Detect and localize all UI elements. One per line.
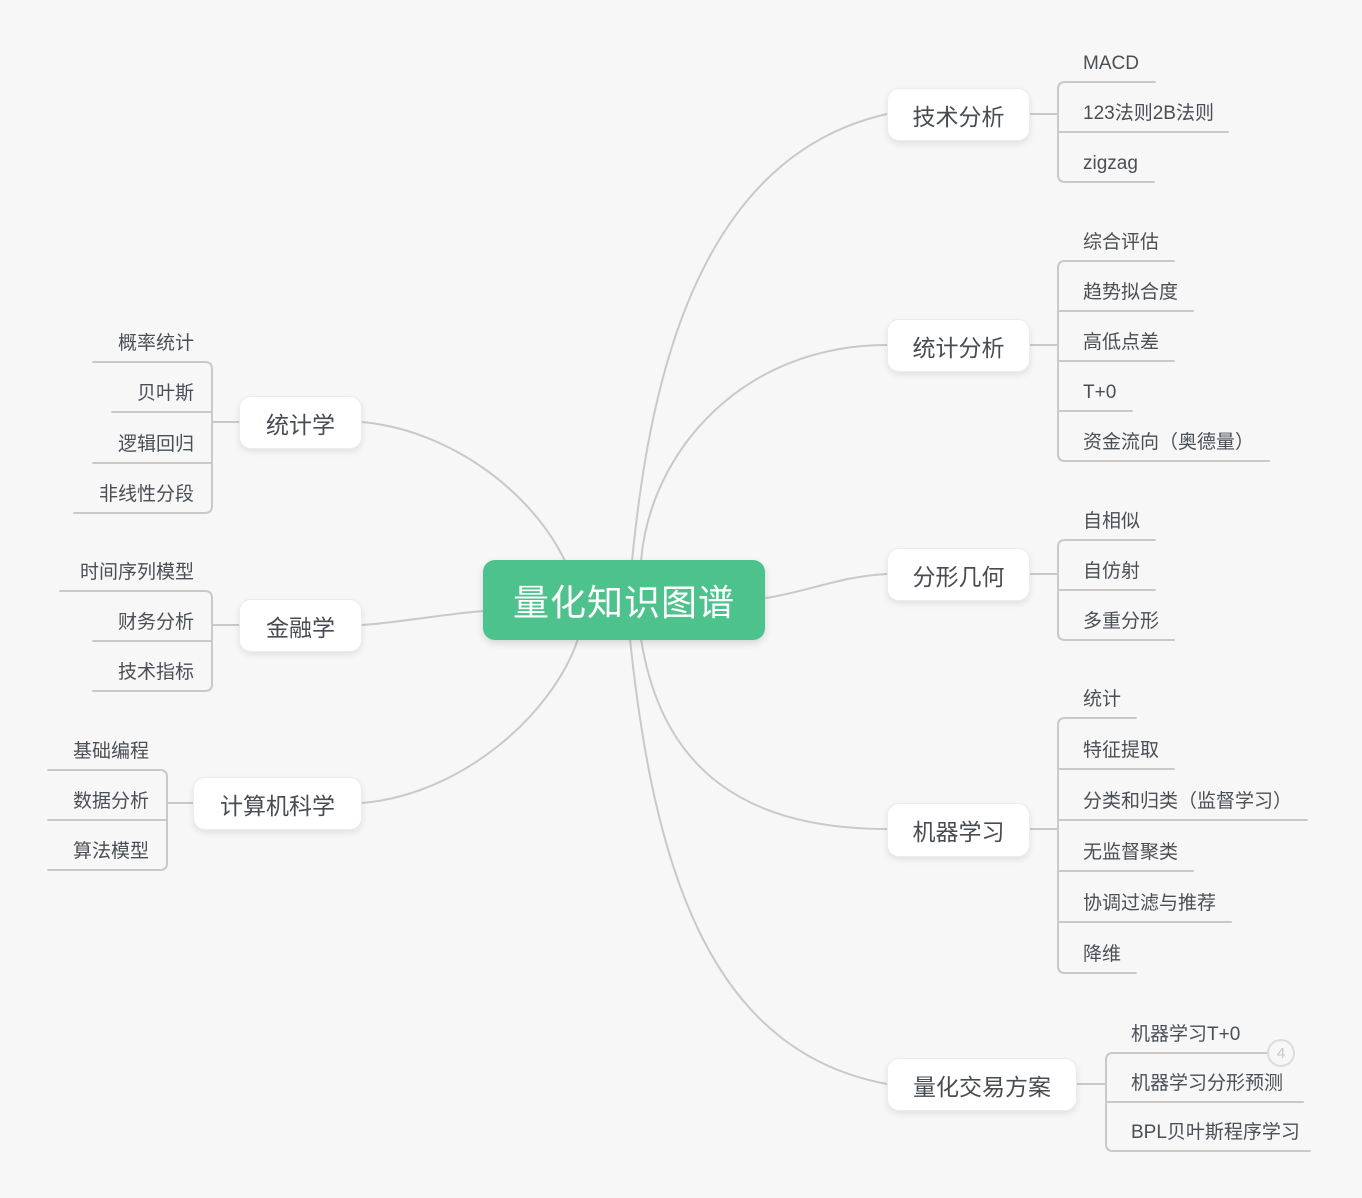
subtopic-item[interactable]: 资金流向（奥德量） [1083, 432, 1255, 453]
subtopic-item[interactable]: 统计 [1083, 689, 1122, 710]
subtopic-item[interactable]: 数据分析 [72, 791, 149, 812]
branch-machine-learning[interactable]: 机器学习 [887, 803, 1030, 857]
subtopic-item[interactable]: BPL贝叶斯程序学习 [1131, 1122, 1300, 1143]
subtopic-item[interactable]: 技术指标 [117, 662, 194, 683]
subtopic-item[interactable]: 逻辑回归 [117, 434, 194, 455]
subtopic-item[interactable]: 机器学习T+0 [1131, 1024, 1241, 1045]
subtopic-item[interactable]: 协调过滤与推荐 [1083, 893, 1217, 914]
curve-to-statistical-analysis [640, 344, 888, 562]
subtopic-item[interactable]: 非线性分段 [98, 484, 194, 505]
curve-to-machine-learning [640, 638, 888, 830]
subtopic-item[interactable]: 自相似 [1083, 511, 1141, 532]
branch-technical-analysis[interactable]: 技术分析 [887, 88, 1030, 141]
subtopic-item[interactable]: 算法模型 [72, 841, 149, 862]
branch-fractal-geometry[interactable]: 分形几何 [887, 548, 1030, 601]
subtopic-item[interactable]: 自仿射 [1083, 561, 1141, 582]
subtopic-item[interactable]: 基础编程 [72, 741, 149, 762]
curve-to-technical-analysis [631, 113, 888, 562]
subtopic-item[interactable]: MACD [1083, 53, 1139, 74]
branch-statistics[interactable]: 统计学 [239, 396, 362, 449]
subtopic-item[interactable]: zigzag [1083, 153, 1138, 174]
subtopic-item[interactable]: 高低点差 [1083, 332, 1160, 353]
subtopic-item[interactable]: 时间序列模型 [79, 562, 194, 583]
subtopic-item[interactable]: 分类和归类（监督学习） [1083, 791, 1293, 812]
curve-to-finance [361, 610, 485, 626]
subtopic-item[interactable]: 无监督聚类 [1083, 842, 1179, 863]
subtopic-item[interactable]: 机器学习分形预测 [1131, 1073, 1284, 1094]
branch-finance[interactable]: 金融学 [239, 599, 362, 652]
curve-to-statistics [361, 421, 566, 562]
subtopic-item[interactable]: 特征提取 [1083, 740, 1160, 761]
subtopic-item[interactable]: 财务分析 [117, 612, 194, 633]
collapsed-count-badge[interactable]: 4 [1267, 1039, 1295, 1067]
subtopic-item[interactable]: 多重分形 [1083, 611, 1160, 632]
subtopic-item[interactable]: 降维 [1083, 944, 1122, 965]
branch-statistical-analysis[interactable]: 统计分析 [887, 319, 1030, 372]
subtopic-item[interactable]: 趋势拟合度 [1083, 282, 1179, 303]
curve-to-quant-trading-plan [629, 638, 888, 1085]
subtopic-item[interactable]: 贝叶斯 [136, 383, 194, 404]
central-topic[interactable]: 量化知识图谱 [483, 560, 765, 640]
subtopic-item[interactable]: 综合评估 [1083, 232, 1160, 253]
curve-to-computer-science [361, 638, 579, 804]
curve-to-fractal-geometry [765, 573, 888, 599]
branch-quant-trading-plan[interactable]: 量化交易方案 [887, 1058, 1077, 1111]
subtopic-item[interactable]: 123法则2B法则 [1083, 103, 1214, 124]
subtopic-item[interactable]: T+0 [1083, 382, 1117, 403]
subtopic-item[interactable]: 概率统计 [117, 333, 194, 354]
branch-computer-science[interactable]: 计算机科学 [193, 777, 362, 830]
